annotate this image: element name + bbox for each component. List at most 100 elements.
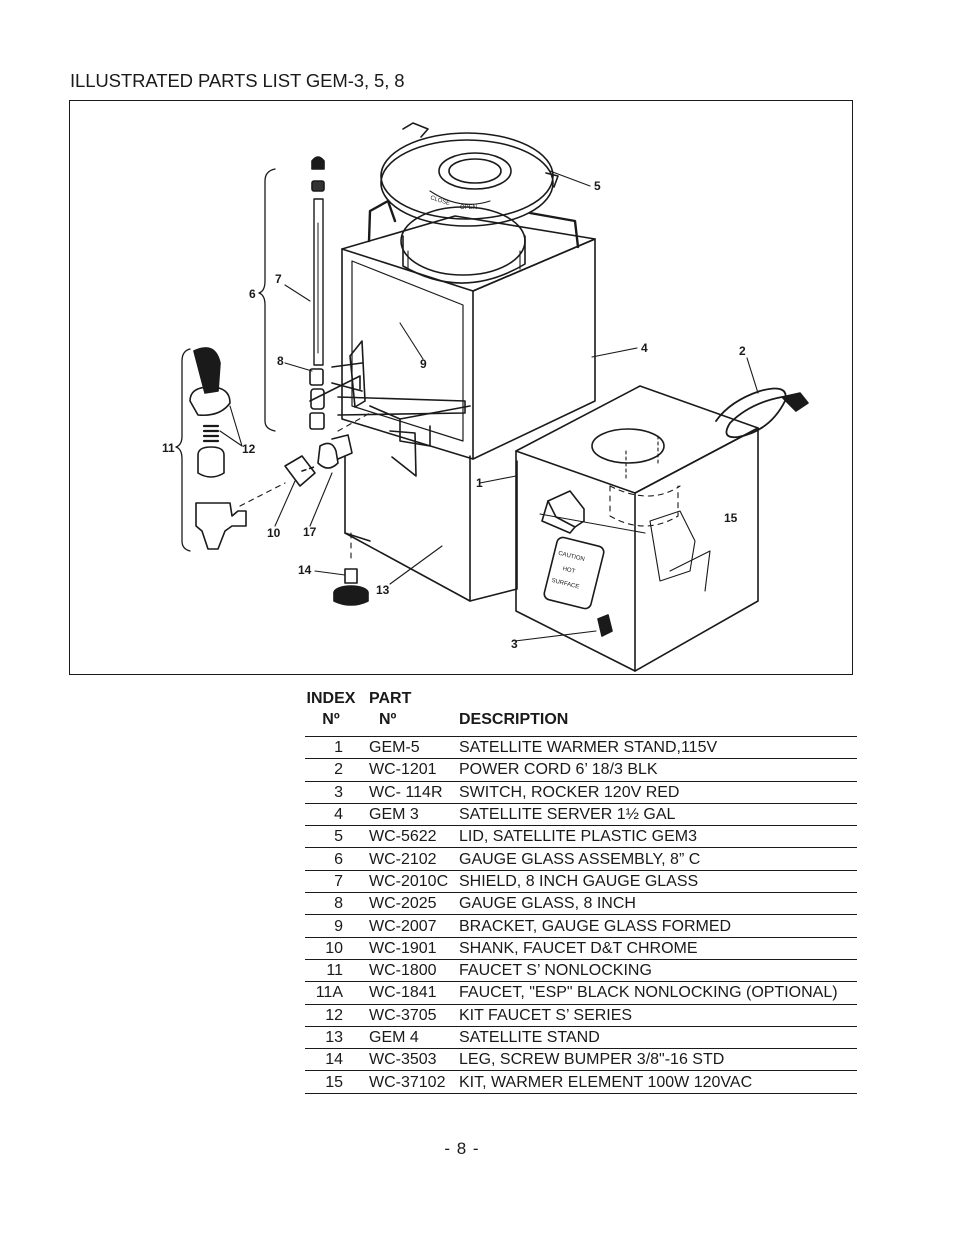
row-part-number: WC-1901 <box>357 937 459 960</box>
row-index: 13 <box>305 1026 357 1050</box>
callout-17: 17 <box>303 525 317 539</box>
satellite-stand-drawing <box>344 455 518 602</box>
row-part-number: WC-1841 <box>357 981 459 1005</box>
row-part-number: GEM 3 <box>357 803 459 827</box>
row-description: SHANK, FAUCET D&T CHROME <box>459 937 857 960</box>
row-index: 9 <box>305 914 357 938</box>
header-part-line1: PART <box>369 690 412 707</box>
callout-1: 1 <box>476 476 483 490</box>
callout-4: 4 <box>641 341 648 355</box>
lid-close-text: CLOSE <box>429 195 450 207</box>
row-index: 5 <box>305 825 357 849</box>
row-description: POWER CORD 6’ 18/3 BLK <box>459 758 857 782</box>
row-description: LEG, SCREW BUMPER 3/8"-16 STD <box>459 1048 857 1072</box>
row-description: FAUCET, "ESP" BLACK NONLOCKING (OPTIONAL… <box>459 981 857 1005</box>
row-part-number: WC-37102 <box>357 1070 459 1094</box>
row-part-number: WC-3705 <box>357 1004 459 1027</box>
callout-5: 5 <box>594 179 601 193</box>
brace-item-6 <box>258 168 276 432</box>
row-index: 8 <box>305 892 357 916</box>
row-description: GAUGE GLASS ASSEMBLY, 8” C <box>459 847 857 871</box>
callout-12: 12 <box>242 442 256 456</box>
callout-10: 10 <box>267 526 281 540</box>
row-description: GAUGE GLASS, 8 INCH <box>459 892 857 916</box>
satellite-lid-drawing: CLOSE OPEN <box>380 122 559 227</box>
lid-open-text: OPEN <box>460 205 477 211</box>
callout-15: 15 <box>724 511 738 525</box>
row-part-number: WC- 114R <box>357 781 459 804</box>
row-index: 4 <box>305 803 357 827</box>
callout-leader-lines <box>219 170 759 642</box>
plate-surface-text: SURFACE <box>551 578 580 591</box>
page-number: - 8 - <box>444 1139 480 1158</box>
exploded-parts-diagram: CLOSE OPEN <box>69 100 853 675</box>
brace-item-11 <box>175 348 191 552</box>
row-index: 3 <box>305 781 357 804</box>
callout-9: 9 <box>420 357 427 371</box>
plate-caution-text: CAUTION <box>557 551 585 563</box>
header-part: PART Nº <box>357 688 459 737</box>
row-part-number: WC-2025 <box>357 892 459 916</box>
row-part-number: WC-1201 <box>357 758 459 782</box>
callout-6: 6 <box>249 287 256 301</box>
diagram-drawing: CLOSE OPEN <box>162 122 809 672</box>
row-description: LID, SATELLITE PLASTIC GEM3 <box>459 825 857 849</box>
plate-hot-text: HOT <box>562 566 576 575</box>
row-description: SWITCH, ROCKER 120V RED <box>459 781 857 804</box>
row-index: 11 <box>305 959 357 983</box>
page-title: ILLUSTRATED PARTS LIST GEM-3, 5, 8 <box>70 70 405 91</box>
row-description: SHIELD, 8 INCH GAUGE GLASS <box>459 870 857 894</box>
row-part-number: WC-3503 <box>357 1048 459 1072</box>
row-part-number: WC-2010C <box>357 870 459 894</box>
row-part-number: WC-5622 <box>357 825 459 849</box>
row-part-number: GEM 4 <box>357 1026 459 1050</box>
gauge-glass-drawing <box>309 156 361 430</box>
row-description: KIT FAUCET S’ SERIES <box>459 1004 857 1027</box>
row-description: SATELLITE WARMER STAND,115V <box>459 736 857 760</box>
callout-2: 2 <box>739 344 746 358</box>
warmer-stand-drawing: CAUTION HOT SURFACE <box>515 385 759 672</box>
row-index: 10 <box>305 937 357 960</box>
power-cord-drawing <box>715 387 809 439</box>
row-index: 7 <box>305 870 357 894</box>
row-part-number: WC-1800 <box>357 959 459 983</box>
row-description: SATELLITE SERVER 1½ GAL <box>459 803 857 827</box>
faucet-parts-drawing <box>189 347 371 550</box>
row-description: BRACKET, GAUGE GLASS FORMED <box>459 914 857 938</box>
row-index: 6 <box>305 847 357 871</box>
row-description: FAUCET S’ NONLOCKING <box>459 959 857 983</box>
row-part-number: WC-2102 <box>357 847 459 871</box>
header-part-line2: Nº <box>379 711 397 728</box>
row-index: 15 <box>305 1070 357 1094</box>
callout-8: 8 <box>277 354 284 368</box>
header-index-line2: Nº <box>322 711 340 728</box>
row-index: 11A <box>305 981 357 1005</box>
header-description: DESCRIPTION <box>459 711 569 728</box>
row-index: 12 <box>305 1004 357 1027</box>
callout-11: 11 <box>162 441 175 455</box>
callout-7: 7 <box>275 272 282 286</box>
row-description: SATELLITE STAND <box>459 1026 857 1050</box>
callout-14: 14 <box>298 563 312 577</box>
row-index: 14 <box>305 1048 357 1072</box>
row-index: 2 <box>305 758 357 782</box>
row-index: 1 <box>305 736 357 760</box>
satellite-server-drawing <box>331 199 596 477</box>
header-index: INDEX Nº <box>305 688 357 737</box>
row-description: KIT, WARMER ELEMENT 100W 120VAC <box>459 1070 857 1094</box>
